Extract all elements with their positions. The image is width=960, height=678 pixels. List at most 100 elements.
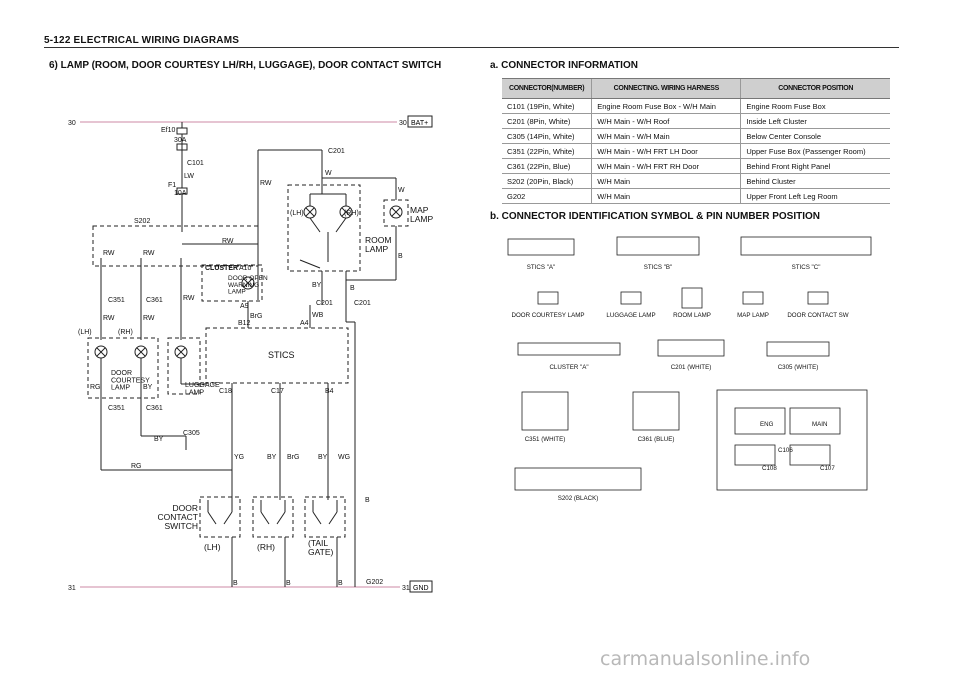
page-header: 5-122 ELECTRICAL WIRING DIAGRAMS xyxy=(44,35,240,46)
label-rw-3: RW xyxy=(183,295,195,302)
label-by-2: BY xyxy=(143,384,153,391)
table-cell: W/H Main - W/H Roof xyxy=(591,113,741,129)
label-fusebox-main: MAIN xyxy=(812,421,827,428)
gnd-box xyxy=(409,580,433,593)
label-rw-1: RW xyxy=(260,180,272,187)
connector-info-table: CONNECTOR(NUMBER)CONNECTING. WIRING HARN… xyxy=(502,78,890,204)
bat-box xyxy=(407,115,433,128)
header-rule xyxy=(44,47,899,48)
label-g202: G202 xyxy=(366,579,383,586)
label-cluster: CLUSTER xyxy=(205,265,238,272)
label-c17: C17 xyxy=(271,388,284,395)
connector-id-title: b. CONNECTOR IDENTIFICATION SYMBOL & PIN… xyxy=(490,211,821,222)
label-w: W xyxy=(325,170,332,177)
c201-connector xyxy=(657,339,725,357)
table-cell: Upper Fuse Box (Passenger Room) xyxy=(740,143,890,159)
label-31-left: 31 xyxy=(68,585,76,592)
label-by-3: BY xyxy=(154,436,164,443)
label-by-5: BY xyxy=(318,454,328,461)
table-cell: G202 xyxy=(502,188,592,204)
table-row: C361 (22Pin, Blue)W/H Main - W/H FRT RH … xyxy=(502,158,890,174)
table-cell: C101 (19Pin, White) xyxy=(502,98,592,114)
table-header: CONNECTOR(NUMBER) xyxy=(502,78,592,99)
label-stics-a: STICS "A" xyxy=(527,264,555,271)
label-sw-lh: (LH) xyxy=(204,542,221,552)
label-map: MAP LAMP xyxy=(737,312,769,319)
fusebox-c106-block xyxy=(789,444,831,466)
label-w-map: W xyxy=(398,187,405,194)
label-gnd: GND xyxy=(413,585,429,592)
stics-c-connector xyxy=(740,236,872,256)
label-b-map: B xyxy=(398,253,403,260)
label-c361-conn: C361 (BLUE) xyxy=(638,436,675,443)
table-row: C351 (22Pin, White)W/H Main - W/H FRT LH… xyxy=(502,143,890,159)
section-title: 6) LAMP (ROOM, DOOR COURTESY LH/RH, LUGG… xyxy=(49,60,442,71)
table-cell: C201 (8Pin, White) xyxy=(502,113,592,129)
label-yg: YG xyxy=(234,454,244,461)
room-lamp-connector xyxy=(681,287,703,309)
table-cell: C305 (14Pin, White) xyxy=(502,128,592,144)
table-cell: Engine Room Fuse Box xyxy=(740,98,890,114)
label-c361-bot: C361 xyxy=(146,405,163,412)
luggage-connector xyxy=(620,291,642,305)
label-rw-r2: RW xyxy=(143,315,155,322)
label-room-rh: (RH) xyxy=(344,210,359,217)
label-c101: C101 xyxy=(187,160,204,167)
label-30-left: 30 xyxy=(68,120,76,127)
table-cell: Upper Front Left Leg Room xyxy=(740,188,890,204)
label-c305-conn: C305 (WHITE) xyxy=(778,364,819,371)
label-by: BY xyxy=(312,282,322,289)
label-by-4: BY xyxy=(267,454,277,461)
table-row: C101 (19Pin, White)Engine Room Fuse Box … xyxy=(502,98,890,114)
label-31-right: 31 xyxy=(402,585,410,592)
label-rg-2: RG xyxy=(131,463,142,470)
fusebox-drawing xyxy=(716,389,868,491)
fusebox-eng-block xyxy=(734,407,786,435)
label-c351-top: C351 xyxy=(108,297,125,304)
c361-connector xyxy=(632,391,680,431)
label-fusebox-eng: ENG xyxy=(760,421,774,428)
label-lamp-lh: (LH) xyxy=(78,329,92,336)
label-b4: B4 xyxy=(325,388,334,395)
cluster-a-connector xyxy=(517,342,621,356)
label-b-5: B xyxy=(338,580,343,587)
label-rg: RG xyxy=(90,384,101,391)
label-stics-c: STICS "C" xyxy=(792,264,821,271)
label-door-courtesy: DOOR COURTESY LAMP xyxy=(511,312,584,319)
label-rw-2: RW xyxy=(222,238,234,245)
label-room-lh: (LH) xyxy=(290,210,304,217)
map-lamp-connector xyxy=(742,291,764,305)
c305-connector xyxy=(766,341,830,357)
label-c201-b: C201 xyxy=(354,300,371,307)
table-cell: Behind Cluster xyxy=(740,173,890,189)
label-sw-rh: (RH) xyxy=(257,542,275,552)
label-fusebox-c108: C108 xyxy=(762,465,777,472)
fusebox-main-block xyxy=(789,407,841,435)
label-lamp-rh: (RH) xyxy=(118,329,133,336)
label-brg: BrG xyxy=(250,313,262,320)
label-brg-2: BrG xyxy=(287,454,299,461)
label-f1-amp: 10A xyxy=(174,190,187,197)
stics-a-connector xyxy=(507,238,575,256)
label-fusebox-c107: C107 xyxy=(820,465,835,472)
label-stics: STICS xyxy=(268,350,295,360)
table-header: CONNECTING. WIRING HARNESS xyxy=(591,78,741,99)
label-door-contact: DOOR CONTACT SW xyxy=(787,312,848,319)
label-bat: BAT+ xyxy=(411,120,428,127)
table-cell: W/H Main xyxy=(591,173,741,189)
label-rw-r1: RW xyxy=(143,250,155,257)
label-c18: C18 xyxy=(219,388,232,395)
label-b-2: B xyxy=(365,497,370,504)
